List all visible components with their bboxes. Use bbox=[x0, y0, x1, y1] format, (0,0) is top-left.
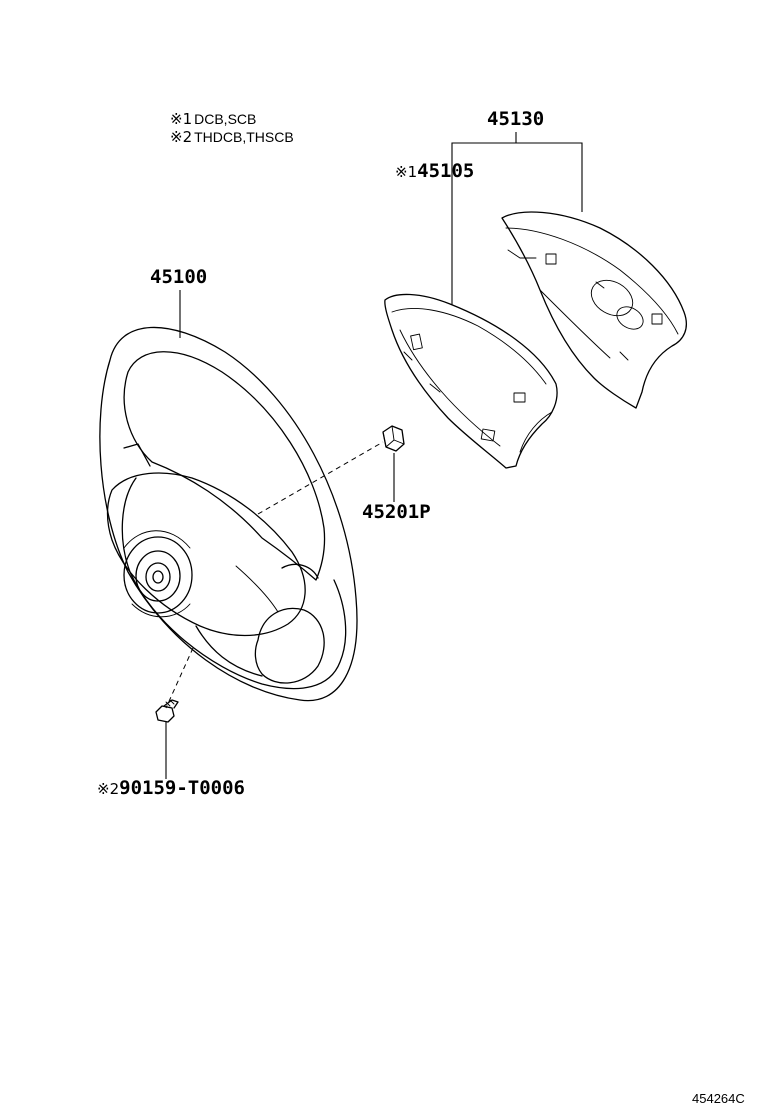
assembly-line-nut bbox=[257, 441, 384, 515]
upper-cover-illustration bbox=[501, 211, 687, 409]
part-label-90159-t0006[interactable]: ※290159-T0006 bbox=[97, 777, 245, 799]
part-label-45105[interactable]: ※145105 bbox=[395, 160, 474, 182]
lower-cover-illustration bbox=[384, 293, 558, 469]
part-label-45100[interactable]: 45100 bbox=[150, 266, 207, 288]
steering-wheel-illustration bbox=[99, 326, 358, 702]
bolt-illustration bbox=[155, 699, 179, 723]
nut-illustration bbox=[382, 425, 405, 452]
leader-45130-45105 bbox=[451, 132, 517, 305]
part-label-45201p[interactable]: 45201P bbox=[362, 501, 431, 523]
diagram-reference-code: 454264C bbox=[692, 1091, 745, 1106]
assembly-line-bolt bbox=[165, 647, 194, 709]
leader-lines bbox=[165, 132, 583, 779]
part-label-45130[interactable]: 45130 bbox=[487, 108, 544, 130]
leader-45130-cover bbox=[516, 142, 583, 212]
